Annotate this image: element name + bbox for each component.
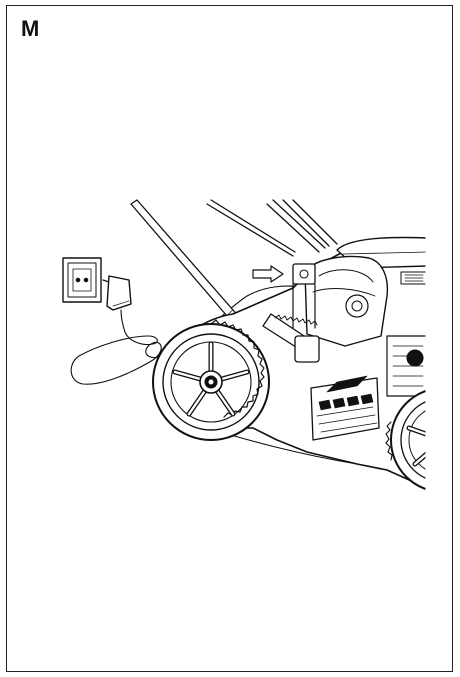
arrow-icon [252,265,284,283]
front-wheel [152,319,270,441]
illustration [57,196,429,496]
lawn-mower-icon [164,236,427,489]
wall-socket-icon [62,257,102,303]
mower-charging-illustration [62,199,429,492]
charger-adapter-icon [102,275,132,311]
figure-label: M [21,16,40,41]
page-frame: M [6,5,453,672]
